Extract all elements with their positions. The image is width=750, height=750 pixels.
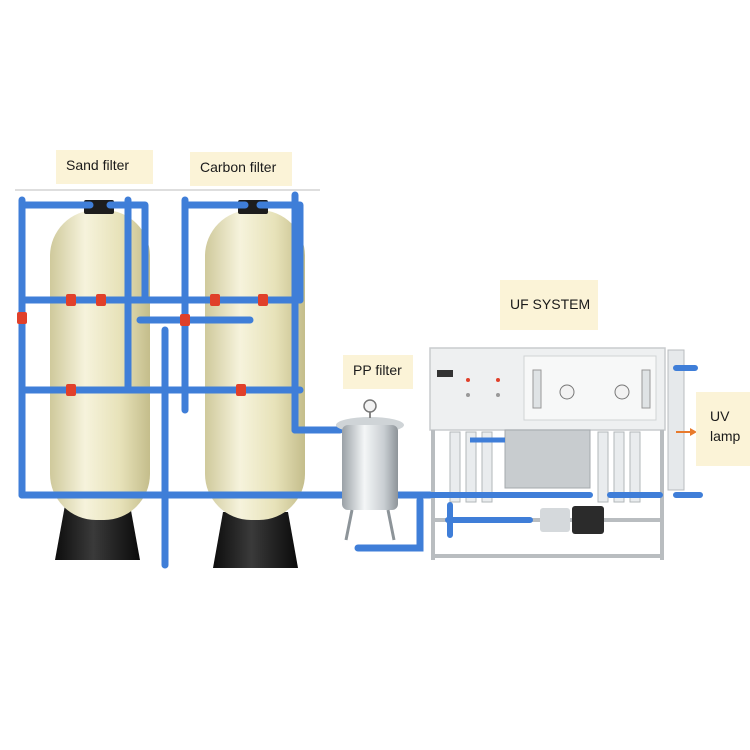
sand-filter-label: Sand filter	[56, 150, 153, 184]
uf-system-unit	[427, 347, 703, 560]
pp-filter-label: PP filter	[343, 355, 413, 389]
uv-lamp-label-line1: UV	[710, 408, 730, 424]
red-valves	[17, 294, 268, 396]
blue-pipework	[18, 191, 434, 569]
uv-lamp-label: UV lamp	[696, 392, 750, 466]
pp-filter-housing	[336, 399, 424, 552]
carbon-filter-label: Carbon filter	[190, 152, 292, 186]
carbon-filter-tank	[205, 200, 305, 568]
uf-system-label: UF SYSTEM	[500, 280, 598, 330]
sand-filter-tank	[50, 200, 150, 560]
uv-lamp-label-line2: lamp	[710, 428, 741, 444]
uv-lamp-arrow	[676, 428, 697, 436]
